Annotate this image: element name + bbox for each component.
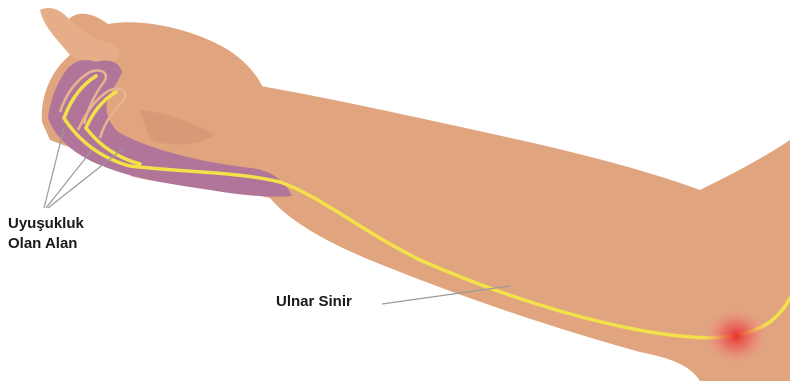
ulnar-nerve-label: Ulnar Sinir xyxy=(276,292,352,312)
pain-spot xyxy=(702,306,770,366)
numb-area-label-line2: Olan Alan xyxy=(8,234,84,254)
numb-area-label-line1: Uyuşukluk xyxy=(8,214,84,234)
numb-area-label: Uyuşukluk Olan Alan xyxy=(8,214,84,254)
